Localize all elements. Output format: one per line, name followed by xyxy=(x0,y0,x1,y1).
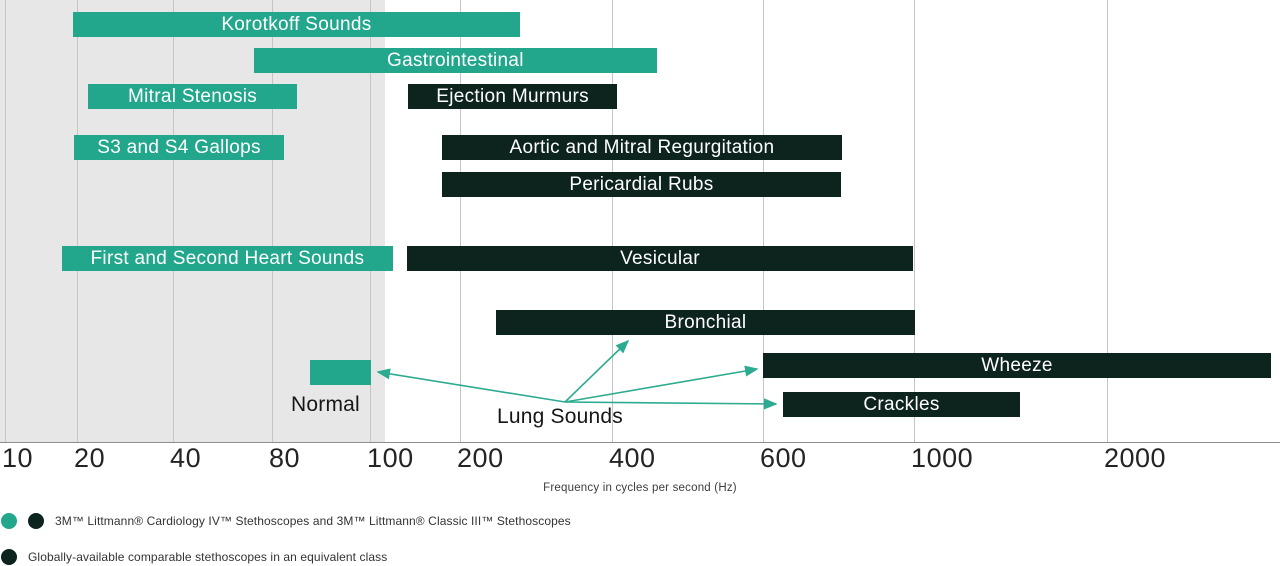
bar-label-aortic-and-mitral-regurgitation: Aortic and Mitral Regurgitation xyxy=(509,136,775,158)
tick-label-400hz: 400 xyxy=(608,443,656,473)
tick-label-100hz: 100 xyxy=(367,443,414,473)
legend-label-2: Globally-available comparable stethoscop… xyxy=(28,550,388,564)
tick-label-20hz: 20 xyxy=(74,443,106,473)
legend-dot-comparable xyxy=(28,513,44,529)
bar-mitral-stenosis: Mitral Stenosis xyxy=(88,84,298,109)
bar-label-korotkoff-sounds: Korotkoff Sounds xyxy=(221,13,372,35)
bar-s3-and-s4-gallops: S3 and S4 Gallops xyxy=(73,135,285,160)
bar-wheeze: Wheeze xyxy=(763,353,1272,378)
tick-label-40hz: 40 xyxy=(170,443,202,473)
bar-label-pericardial-rubs: Pericardial Rubs xyxy=(569,173,714,195)
legend-label-1: 3M™ Littmann® Cardiology IV™ Stethoscope… xyxy=(55,514,571,528)
arrow-to-bronchial xyxy=(564,339,630,403)
arrow-to-wheeze xyxy=(564,365,759,403)
tick-label-600hz: 600 xyxy=(760,443,807,473)
x-axis-tick-labels: 10 20 40 80 100 200 400 600 1000 2000 xyxy=(0,445,1280,475)
x-axis-line xyxy=(0,442,1280,443)
gridline-100hz xyxy=(370,0,372,442)
gridline-200hz xyxy=(460,0,462,442)
tick-label-2000hz: 2000 xyxy=(1103,443,1167,473)
gridline-400hz xyxy=(611,0,613,442)
tick-label-200hz: 200 xyxy=(457,443,504,473)
bar-label-first-and-second-heart-sounds: First and Second Heart Sounds xyxy=(90,247,365,269)
bar-label-s3-and-s4-gallops: S3 and S4 Gallops xyxy=(97,136,261,158)
tick-label-1000hz: 1000 xyxy=(911,443,974,473)
bar-gastrointestinal: Gastrointestinal xyxy=(253,48,657,73)
bar-label-vesicular: Vesicular xyxy=(620,247,700,269)
gridline-10hz xyxy=(4,0,6,442)
bar-vesicular: Vesicular xyxy=(407,246,913,271)
x-axis-caption: Frequency in cycles per second (Hz) xyxy=(543,482,737,494)
normal-annotation-label: Normal xyxy=(291,393,360,416)
bar-label-gastrointestinal: Gastrointestinal xyxy=(387,49,524,71)
gridline-600hz xyxy=(763,0,764,442)
arrow-to-crackles xyxy=(564,398,778,410)
bar-label-crackles: Crackles xyxy=(863,393,940,415)
bar-normal xyxy=(310,360,372,385)
bar-label-mitral-stenosis: Mitral Stenosis xyxy=(128,85,258,107)
bar-pericardial-rubs: Pericardial Rubs xyxy=(441,172,841,197)
bar-ejection-murmurs: Ejection Murmurs xyxy=(408,84,618,109)
bar-aortic-and-mitral-regurgitation: Aortic and Mitral Regurgitation xyxy=(441,135,842,160)
bar-bronchial: Bronchial xyxy=(496,310,915,335)
legend-dot-littmann xyxy=(1,513,17,529)
bar-korotkoff-sounds: Korotkoff Sounds xyxy=(72,12,520,37)
tick-label-10hz: 10 xyxy=(1,443,34,473)
gridline-1000hz xyxy=(914,0,916,442)
bar-label-wheeze: Wheeze xyxy=(981,354,1053,376)
bar-first-and-second-heart-sounds: First and Second Heart Sounds xyxy=(61,246,393,271)
bar-crackles: Crackles xyxy=(782,392,1021,417)
gridline-80hz xyxy=(272,0,273,442)
legend-dot-comparable xyxy=(1,549,17,565)
bar-label-ejection-murmurs: Ejection Murmurs xyxy=(436,85,589,107)
legend-row-1: 3M™ Littmann® Cardiology IV™ Stethoscope… xyxy=(1,513,571,529)
gridline-40hz xyxy=(173,0,175,442)
tick-label-80hz: 80 xyxy=(269,443,301,473)
legend-row-2: Globally-available comparable stethoscop… xyxy=(1,549,387,565)
gridline-20hz xyxy=(77,0,79,442)
bar-label-bronchial: Bronchial xyxy=(664,311,747,333)
arrow-to-normal xyxy=(376,368,566,403)
gridline-2000hz xyxy=(1106,0,1108,442)
lung-sounds-annotation-label: Lung Sounds xyxy=(497,405,623,428)
